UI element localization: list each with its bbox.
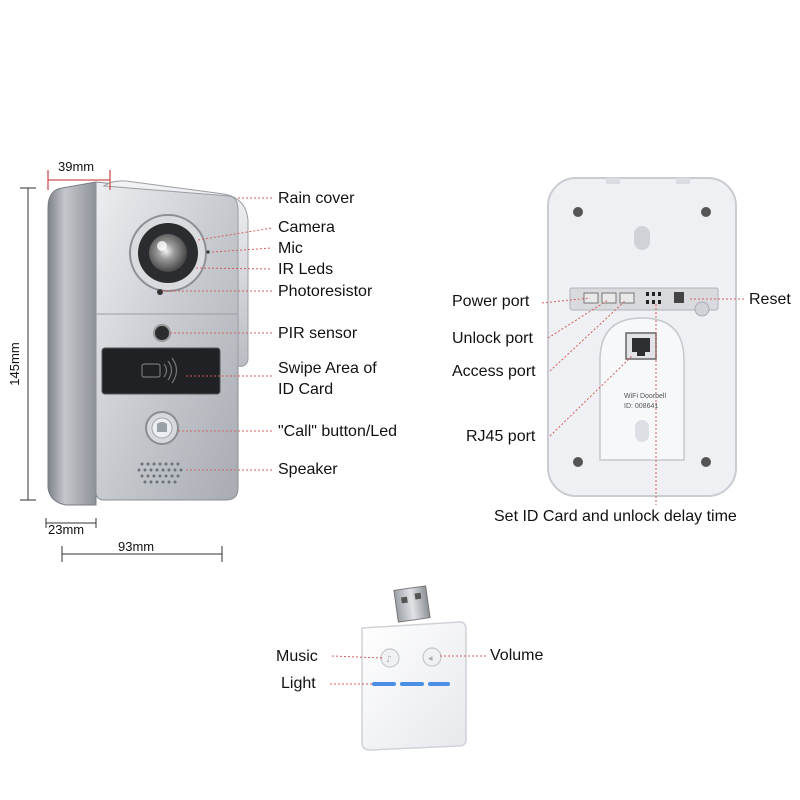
volume-button: [422, 647, 442, 667]
label-music: Music: [276, 648, 318, 665]
chime-leader-lines: [330, 655, 488, 685]
usb-plug: [393, 585, 431, 623]
label-call-button: "Call" button/Led: [278, 423, 397, 440]
reset-button: [694, 301, 710, 317]
rain-cover: [102, 180, 249, 367]
rj45-recess: [599, 317, 685, 461]
pir-sensor: [153, 324, 171, 342]
label-ir-leds: IR Leds: [278, 261, 334, 278]
label-swipe-area-line1: Swipe Area of: [278, 360, 377, 377]
chime-unit: ♪ ◂: [361, 585, 467, 751]
side-shell: [47, 181, 97, 506]
label-access-port: Access port: [452, 363, 536, 380]
sticker-line1: WiFi Doorbell: [624, 393, 667, 400]
label-swipe-area-line2: ID Card: [278, 381, 334, 398]
sticker-line2: ID: 008641: [624, 403, 659, 410]
svg-text:◂: ◂: [428, 654, 433, 664]
label-power-port: Power port: [452, 293, 530, 310]
dimension-lines: [47, 170, 111, 190]
swipe-area: [101, 347, 221, 395]
label-reset: Reset: [749, 291, 791, 308]
label-camera: Camera: [278, 219, 335, 236]
label-rj45-port: RJ45 port: [466, 428, 536, 445]
front-leader-lines: [162, 197, 273, 471]
label-light: Light: [281, 675, 316, 692]
label-mic: Mic: [278, 240, 303, 257]
speaker-grille: [137, 462, 183, 484]
dimension-height: 145mm: [7, 342, 22, 386]
label-rain-cover: Rain cover: [278, 190, 355, 207]
label-volume: Volume: [490, 647, 544, 664]
dimension-width: 93mm: [118, 539, 155, 554]
label-photoresistor: Photoresistor: [278, 283, 373, 300]
label-set-id-card: Set ID Card and unlock delay time: [494, 508, 737, 525]
camera-lens: [149, 234, 187, 272]
back-plate-unit: [547, 177, 737, 497]
label-pir-sensor: PIR sensor: [278, 325, 358, 342]
label-speaker: Speaker: [278, 461, 338, 478]
svg-text:♪: ♪: [386, 655, 392, 665]
dimension-depth-top: 39mm: [58, 159, 95, 174]
dimension-depth-bottom: 23mm: [48, 522, 85, 537]
back-leader-lines: [541, 297, 746, 505]
front-doorbell-unit: [47, 180, 249, 506]
label-unlock-port: Unlock port: [452, 330, 533, 347]
